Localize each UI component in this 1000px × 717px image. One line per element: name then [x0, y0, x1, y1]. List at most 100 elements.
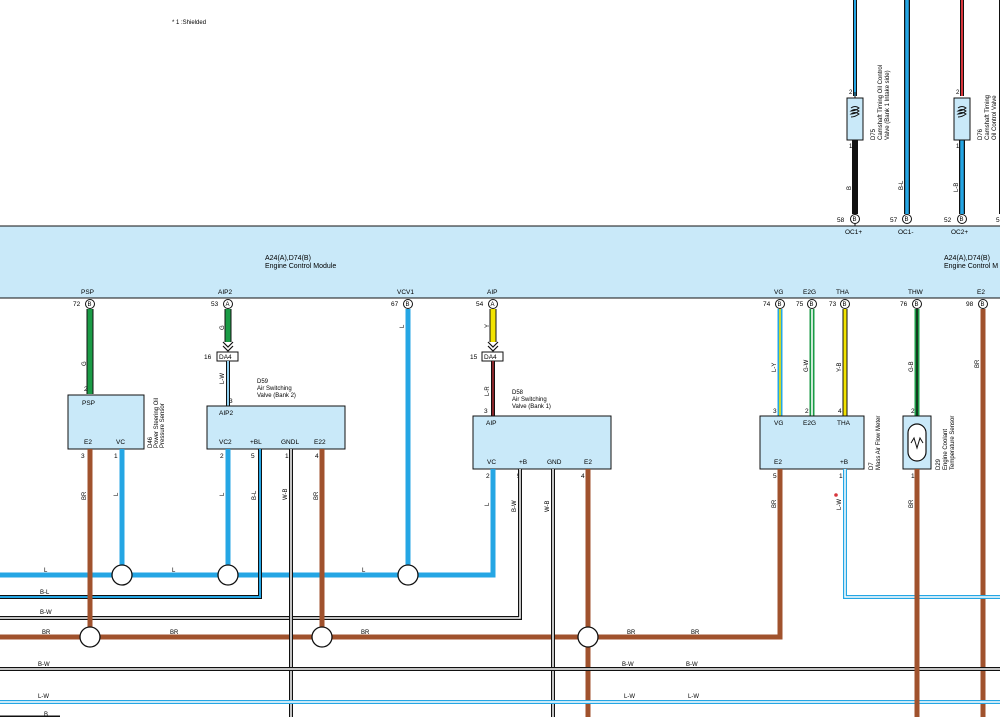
pin-54-conn: A	[491, 302, 495, 308]
d59-id: D59	[257, 379, 269, 385]
d58-top-label: AIP	[486, 420, 496, 427]
ecm-sensor-wires	[86, 309, 986, 717]
pin-67-num: 67	[391, 301, 399, 308]
component-d7: 3 2 4 VG E2G THA E2 +B 5 1 D7 Mass Air F…	[759, 408, 882, 480]
d46-id: D46	[148, 436, 154, 448]
d29-sub: Temperature Sensor	[950, 416, 956, 470]
pin-tha-label: THA	[836, 289, 850, 296]
pin-52-num: 52	[944, 217, 952, 224]
bl-8: BR	[627, 630, 636, 636]
d75-pin-bottom: 1	[849, 144, 853, 150]
junction-15-id: DA4	[484, 354, 497, 361]
pin-67-conn: B	[406, 302, 410, 308]
wl-psp: G	[82, 361, 88, 366]
d76-id: D76	[978, 128, 984, 140]
pin-98-conn: B	[981, 302, 985, 308]
bl-15: L-W	[688, 694, 699, 700]
shielded-note: * 1 :Shielded	[172, 20, 206, 26]
d29-id: D29	[936, 458, 942, 470]
pin-74-num: 74	[763, 301, 771, 308]
bl-3: B-L	[40, 590, 50, 596]
d7-id: D7	[869, 462, 875, 470]
d58-id: D58	[512, 390, 524, 396]
d76-pin-top: 2	[956, 90, 960, 96]
lwl-10: W-B	[545, 500, 551, 512]
bl-0: L	[44, 568, 48, 574]
bl-13: L-W	[38, 694, 49, 700]
ecm-name-left: A24(A),D74(B)	[265, 255, 311, 262]
d7-name: Mass Air Flow Meter	[876, 416, 882, 470]
lwl-8: L	[485, 502, 491, 506]
d75-id: D75	[871, 128, 877, 140]
wl-aip: Y	[485, 324, 491, 328]
d76-name: Camshaft Timing	[985, 95, 991, 140]
bl-4: B-W	[40, 610, 52, 616]
d59-bpin-1: 1	[285, 453, 289, 460]
ecm-title-right: Engine Control M	[944, 263, 998, 270]
lwl-13: BR	[909, 499, 915, 508]
d46-bpin-1: 1	[114, 453, 118, 460]
d29-name: Engine Coolant	[943, 429, 949, 470]
upper-wire-labels: G G L-W L Y L-R L-Y G-W Y-B G-B BR	[82, 324, 981, 396]
d7-label-e2g: E2G	[803, 420, 816, 427]
d7-label-vg: VG	[774, 420, 783, 427]
pin-aip-label: AIP	[487, 289, 497, 296]
d59-name: Air Switching	[257, 386, 292, 392]
lwl-9: B-W	[512, 500, 518, 512]
bl-10: B-W	[38, 662, 50, 668]
bus-labels: L L L B-L B-W BR BR BR BR BR B-W B-W B-W…	[38, 568, 700, 717]
pin-vcv1-label: VCV1	[397, 289, 414, 296]
pin-57-conn: B	[905, 217, 909, 223]
d58-pin-gnd: GND	[547, 459, 562, 466]
pin-e2g-label: E2G	[803, 289, 816, 296]
lwl-11: BR	[772, 499, 778, 508]
d7-tpin-4: 4	[838, 408, 842, 415]
ecm-module	[0, 225, 1000, 299]
d75-sub: Valve (Bank 1 Intake side)	[885, 70, 891, 140]
pin-52-label: OC2+	[951, 229, 968, 236]
d46-top-pin: 2	[84, 386, 88, 393]
pin-54-num: 54	[476, 301, 484, 308]
d58-pin-vc: VC	[487, 459, 496, 466]
d7-pin-b: +B	[840, 459, 848, 466]
d58-sub: Valve (Bank 1)	[512, 404, 551, 410]
wl-e2g: G-W	[804, 359, 810, 372]
pin-72-conn: B	[88, 302, 92, 308]
bl-9: BR	[691, 630, 700, 636]
lwl-3: B-L	[252, 490, 258, 500]
d7-label-tha: THA	[837, 420, 851, 427]
lwl-6: W-B	[283, 488, 289, 500]
wl-e2: BR	[975, 359, 981, 368]
bl-12: B-W	[686, 662, 698, 668]
ecm-top-pins: B 58 OC1+ B 57 OC1- B 52 OC2+ 5	[837, 214, 1000, 236]
pin-73-conn: B	[843, 302, 847, 308]
d59-sub: Valve (Bank 2)	[257, 393, 296, 399]
component-d46: 2 PSP E2 VC 3 1 D46 Power Steering Oil P…	[67, 386, 166, 460]
d29-bottom-pin: 1	[911, 473, 915, 480]
d59-pin-vc2: VC2	[219, 439, 232, 446]
pin-58-conn: B	[853, 217, 857, 223]
d59-top-label: AIP2	[219, 410, 233, 417]
pin-e2-label: E2	[977, 289, 985, 296]
bl-14: L-W	[624, 694, 635, 700]
splice-points	[79, 564, 599, 648]
lwl-1: L	[114, 492, 120, 496]
pin-98-num: 98	[966, 301, 974, 308]
pin-73-num: 73	[829, 301, 837, 308]
d46-name: Power Steering Oil	[154, 398, 160, 448]
d7-bpin-1: 1	[839, 473, 843, 480]
pin-58-label: OC1+	[845, 229, 862, 236]
pin-53-num: 53	[211, 301, 219, 308]
junction-16-id: DA4	[219, 354, 232, 361]
pin-thw-label: THW	[908, 289, 924, 296]
wire-label-oc2p: L-B	[954, 183, 960, 192]
wl-aip2: G	[220, 325, 226, 330]
ecm-bottom-pins: PSP B 72 AIP2 A 53 VCV1 B 67 AIP A 54 VG…	[73, 289, 988, 309]
lower-wires	[0, 449, 1000, 717]
bl-1: L	[172, 568, 176, 574]
ecm-name-right: A24(A),D74(B)	[944, 255, 990, 262]
pin-52-conn: B	[960, 217, 964, 223]
junction-15-pin: 15	[470, 354, 478, 361]
component-d59: 3 AIP2 VC2 +BL GNDL E22 2 5 1 4 D59 Air …	[206, 379, 346, 460]
d7-tpin-3: 3	[773, 408, 777, 415]
